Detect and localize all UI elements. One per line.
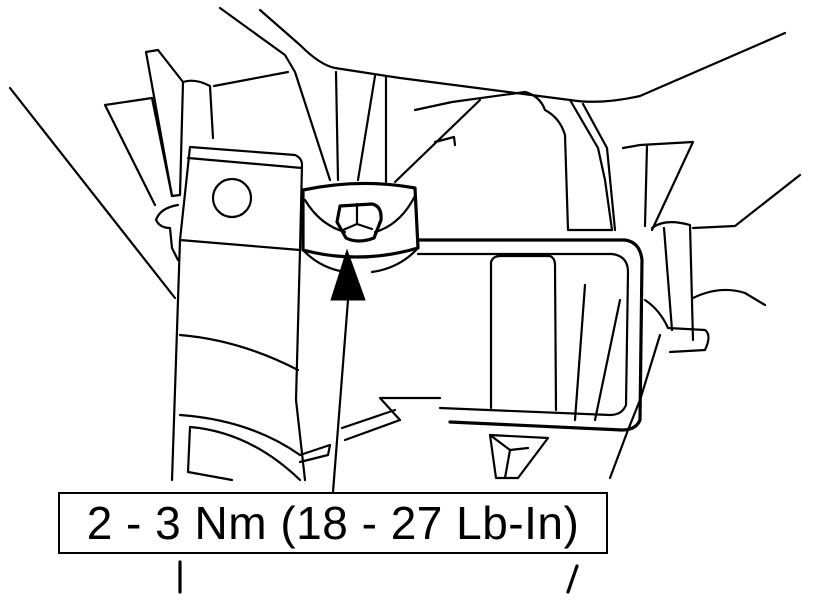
bolt-boss bbox=[301, 181, 420, 259]
wall bbox=[433, 135, 457, 147]
contour bbox=[298, 443, 332, 464]
bracket-body bbox=[186, 156, 304, 170]
right-clip bbox=[650, 221, 695, 342]
wall bbox=[568, 98, 617, 232]
flap bbox=[103, 96, 157, 207]
torque-callout-box: 2 - 3 Nm (18 - 27 Lb-In) bbox=[58, 492, 608, 554]
contour bbox=[178, 333, 300, 372]
bolt-head bbox=[341, 202, 374, 232]
housing-recess bbox=[489, 254, 558, 412]
edge-line bbox=[8, 86, 177, 300]
bolt-head bbox=[335, 202, 383, 243]
hose-line bbox=[258, 8, 787, 103]
housing-step bbox=[340, 396, 442, 442]
hose-line bbox=[218, 6, 332, 182]
housing bbox=[416, 238, 644, 432]
bolt-boss bbox=[303, 194, 417, 234]
arrow-leader bbox=[331, 298, 350, 494]
flap bbox=[144, 48, 185, 198]
right-clip bbox=[573, 283, 622, 422]
contour bbox=[178, 413, 302, 457]
right-clip bbox=[608, 333, 662, 480]
bracket-body bbox=[170, 238, 307, 482]
right-clip bbox=[621, 140, 695, 232]
bracket-body bbox=[178, 145, 304, 252]
flap bbox=[150, 96, 174, 198]
clip bbox=[154, 203, 180, 262]
contour bbox=[186, 425, 302, 482]
right-clip bbox=[691, 173, 802, 307]
wall bbox=[413, 90, 614, 232]
strut-line bbox=[334, 70, 340, 182]
housing bbox=[416, 252, 630, 417]
triangle-feature bbox=[488, 433, 550, 480]
bracket-hole bbox=[211, 177, 253, 219]
tick-mark bbox=[566, 564, 579, 594]
strut-line bbox=[356, 74, 377, 182]
torque-spec-label: 2 - 3 Nm (18 - 27 Lb-In) bbox=[86, 497, 580, 549]
right-clip-line bbox=[643, 143, 649, 228]
flap bbox=[181, 70, 290, 140]
right-clip bbox=[643, 298, 710, 354]
